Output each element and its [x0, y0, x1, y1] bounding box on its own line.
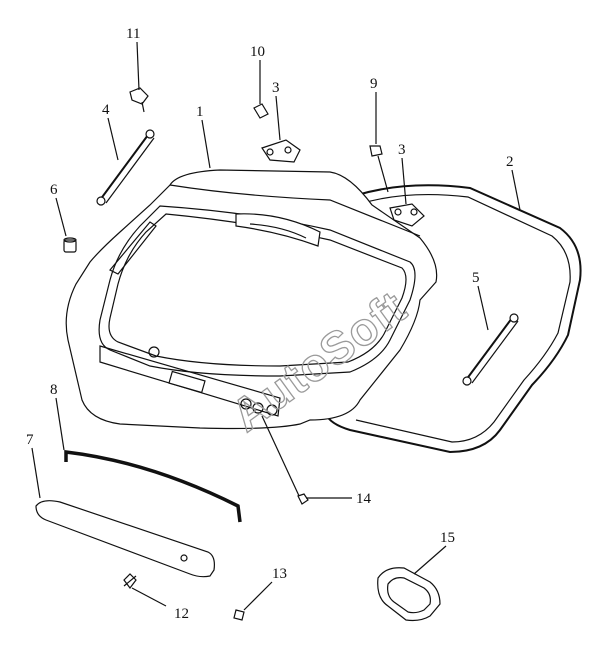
hinge-right [389, 203, 425, 227]
callout-4: 4 [102, 102, 110, 118]
callout-8: 8 [50, 382, 58, 398]
bolt-9 [369, 145, 389, 193]
callout-1: 1 [196, 104, 204, 120]
callout-13: 13 [272, 566, 287, 582]
leader-lines [31, 41, 521, 611]
bolt-11 [129, 87, 149, 113]
callout-7: 7 [26, 432, 34, 448]
callout-15: 15 [440, 530, 455, 546]
screw-13 [233, 609, 245, 621]
callout-14: 14 [356, 491, 372, 507]
callout-3-left: 3 [272, 80, 280, 96]
garnish-molding-7 [35, 500, 215, 578]
callout-11: 11 [126, 26, 140, 42]
fastener-10 [253, 103, 269, 119]
gas-strut-left [96, 129, 155, 206]
callout-6: 6 [50, 182, 58, 198]
callout-3-right: 3 [398, 142, 406, 158]
callout-10: 10 [250, 44, 265, 60]
callout-labels: 11 4 1 6 10 3 9 3 2 5 8 7 12 13 14 15 [26, 26, 514, 622]
seal-strip-8 [64, 450, 242, 523]
weatherstrip-seal [325, 184, 582, 454]
callout-2: 2 [506, 154, 514, 170]
emblem-15 [377, 567, 441, 622]
callout-9: 9 [370, 76, 378, 92]
bump-stop-6 [63, 237, 77, 253]
clip-12 [123, 573, 137, 589]
hinge-left [261, 139, 301, 163]
tailgate-panel [65, 169, 438, 499]
callout-12: 12 [174, 606, 189, 622]
nut-14 [297, 493, 309, 505]
gas-strut-right [462, 313, 519, 386]
callout-5: 5 [472, 270, 480, 286]
